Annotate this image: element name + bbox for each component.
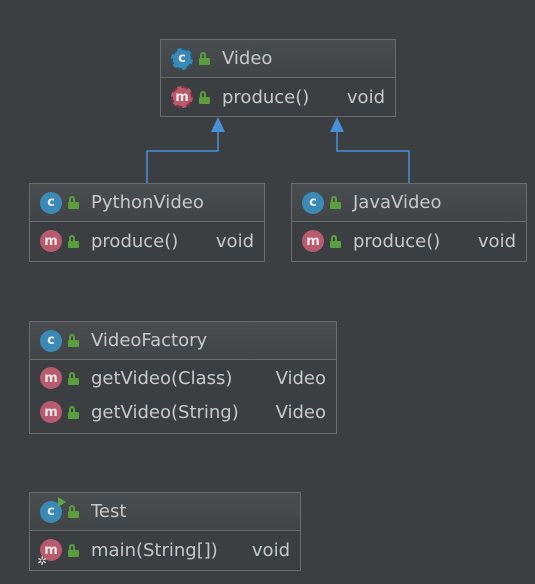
class-icon: c	[302, 191, 324, 214]
abstract-method-icon: m	[171, 86, 193, 108]
class-icon: c	[40, 191, 62, 214]
class-test-header[interactable]: c Test	[30, 493, 300, 531]
method-name: getVideo(Class)	[91, 367, 233, 389]
method-row[interactable]: m produce() void	[161, 79, 395, 115]
public-lock-icon	[330, 234, 341, 248]
class-videofactory-header[interactable]: c VideoFactory	[30, 322, 336, 360]
method-icon: m	[40, 401, 62, 423]
method-name: main(String[])	[91, 539, 218, 561]
class-icon-glyph: c	[47, 504, 55, 519]
public-lock-icon	[199, 52, 210, 65]
public-lock-icon	[68, 371, 79, 385]
public-lock-icon	[199, 90, 210, 104]
class-pythonvideo-name: PythonVideo	[91, 192, 204, 213]
method-icon: m	[302, 230, 324, 252]
method-return-type: Video	[275, 401, 326, 423]
class-javavideo[interactable]: c JavaVideo m produce() void	[291, 183, 527, 262]
class-icon: c	[40, 329, 62, 352]
method-icon: m	[40, 230, 62, 252]
class-video-name: Video	[222, 48, 273, 69]
method-name: produce()	[353, 230, 441, 252]
public-lock-icon	[68, 405, 79, 419]
public-lock-icon	[68, 543, 79, 557]
class-pythonvideo-header[interactable]: c PythonVideo	[30, 184, 264, 222]
method-row[interactable]: m produce() void	[292, 223, 526, 259]
class-pythonvideo[interactable]: c PythonVideo m produce() void	[29, 183, 265, 262]
method-row[interactable]: m getVideo(Class) Video	[30, 361, 336, 395]
gear-icon: ✲	[37, 554, 48, 568]
method-return-type: void	[251, 539, 290, 561]
method-icon: m	[40, 367, 62, 389]
abstract-class-icon: c	[171, 47, 193, 70]
public-lock-icon	[68, 196, 79, 209]
method-row[interactable]: m produce() void	[30, 223, 264, 259]
method-row[interactable]: m main(String[]) void	[30, 532, 300, 568]
method-return-type: void	[346, 86, 385, 108]
class-video-header[interactable]: c Video	[161, 40, 395, 78]
method-name: produce()	[91, 230, 179, 252]
public-lock-icon	[330, 196, 341, 209]
class-javavideo-name: JavaVideo	[353, 192, 442, 213]
method-return-type: void	[477, 230, 516, 252]
class-test-name: Test	[91, 501, 127, 522]
run-marker-icon	[58, 496, 66, 507]
method-name: getVideo(String)	[91, 401, 239, 423]
class-icon: c	[40, 496, 66, 523]
class-javavideo-header[interactable]: c JavaVideo	[292, 184, 526, 222]
class-videofactory-name: VideoFactory	[91, 330, 208, 351]
method-name: produce()	[222, 86, 310, 108]
inheritance-line-javavideo	[336, 131, 410, 183]
method-row[interactable]: m getVideo(String) Video	[30, 395, 336, 429]
inheritance-line-pythonvideo	[146, 131, 219, 183]
class-video[interactable]: c Video m produce() void	[160, 39, 396, 117]
class-videofactory[interactable]: c VideoFactory m getVideo(Class) Video m…	[29, 321, 337, 434]
inheritance-arrowhead-pythonvideo	[211, 117, 225, 132]
public-lock-icon	[68, 334, 79, 347]
class-test[interactable]: c Test m main(String[]) void	[29, 492, 301, 571]
public-lock-icon	[68, 505, 79, 518]
method-return-type: void	[215, 230, 254, 252]
method-return-type: Video	[275, 367, 326, 389]
inheritance-arrowhead-javavideo	[330, 117, 344, 132]
public-lock-icon	[68, 234, 79, 248]
method-icon: m	[40, 539, 62, 561]
